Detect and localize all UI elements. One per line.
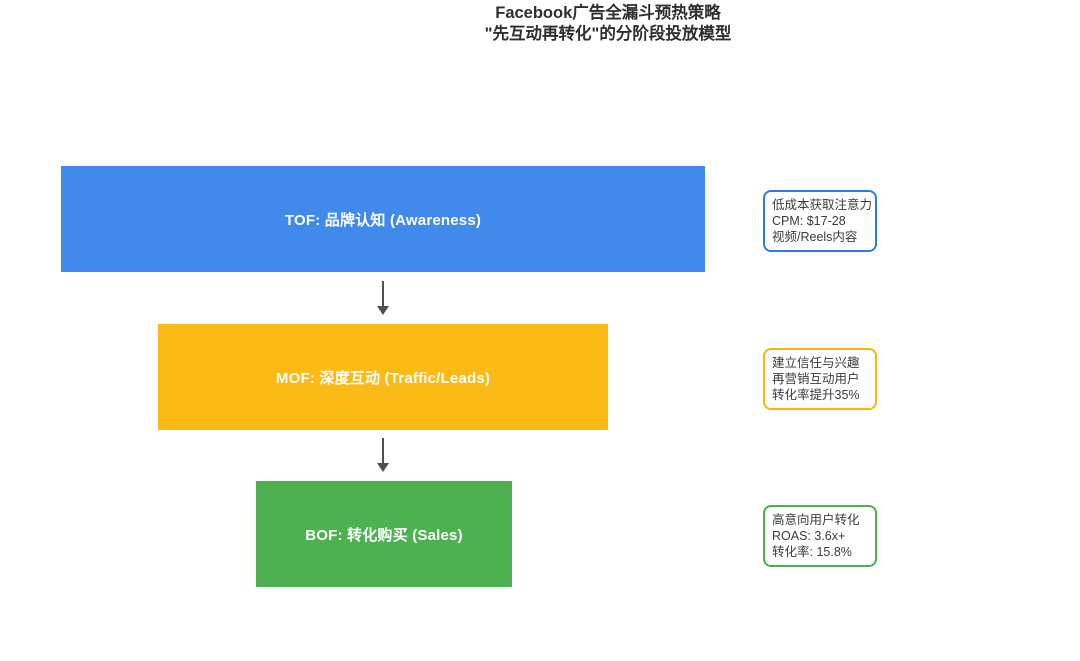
down-arrow-2-head-icon: [377, 463, 389, 472]
title-line-1: Facebook广告全漏斗预热策略: [495, 4, 721, 22]
down-arrow-1-head-icon: [377, 306, 389, 315]
callout-mof-line-3: 转化率提升35%: [772, 388, 860, 402]
down-arrow-1-line-icon: [382, 281, 384, 307]
title-line-2: "先互动再转化"的分阶段投放模型: [484, 25, 732, 43]
callout-tof: 低成本获取注意力 CPM: $17-28 视频/Reels内容: [763, 190, 877, 252]
down-arrow-2-line-icon: [382, 438, 384, 464]
funnel-stage-mof: MOF: 深度互动 (Traffic/Leads): [158, 324, 608, 430]
callout-bof-line-1: 高意向用户转化: [772, 513, 860, 527]
callout-mof: 建立信任与兴趣 再营销互动用户 转化率提升35%: [763, 348, 877, 410]
callout-tof-line-3: 视频/Reels内容: [772, 230, 858, 244]
page-title: Facebook广告全漏斗预热策略 "先互动再转化"的分阶段投放模型: [258, 3, 958, 45]
callout-tof-line-1: 低成本获取注意力: [772, 198, 873, 212]
funnel-stage-bof-label: BOF: 转化购买 (Sales): [305, 526, 463, 544]
funnel-stage-bof: BOF: 转化购买 (Sales): [256, 481, 512, 587]
funnel-stage-tof-label: TOF: 品牌认知 (Awareness): [284, 211, 482, 229]
callout-mof-line-2: 再营销互动用户: [772, 372, 860, 386]
callout-bof-line-3: 转化率: 15.8%: [772, 545, 852, 559]
callout-tof-line-2: CPM: $17-28: [772, 214, 846, 228]
callout-mof-line-1: 建立信任与兴趣: [772, 356, 860, 370]
funnel-stage-tof: TOF: 品牌认知 (Awareness): [61, 166, 705, 272]
callout-bof-line-2: ROAS: 3.6x+: [772, 529, 846, 543]
callout-bof: 高意向用户转化 ROAS: 3.6x+ 转化率: 15.8%: [763, 505, 877, 567]
funnel-stage-mof-label: MOF: 深度互动 (Traffic/Leads): [275, 369, 491, 387]
